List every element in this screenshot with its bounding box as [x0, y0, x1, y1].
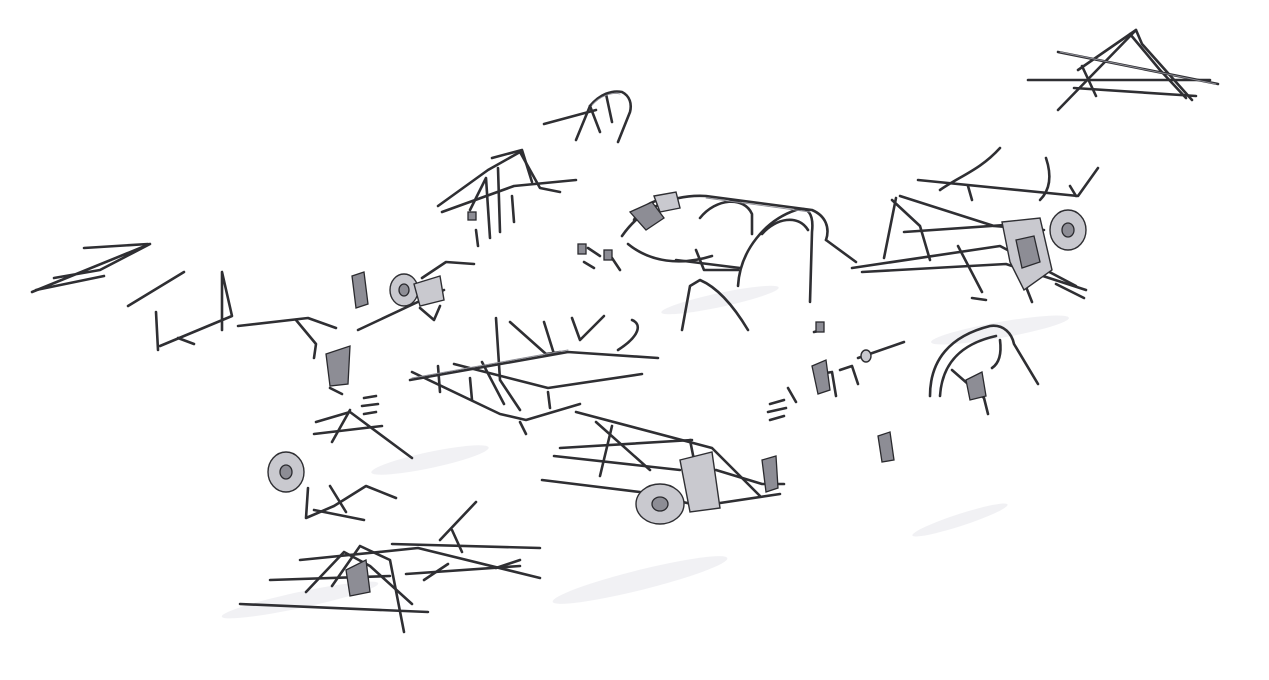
rear-top-cage-assembly	[1026, 28, 1220, 112]
shock-spring-parts	[766, 321, 906, 422]
side-roll-hoop	[877, 324, 1040, 463]
main-roll-hoop-assembly	[577, 191, 858, 332]
rear-frame-section	[850, 146, 1100, 304]
lower-left-frame-section	[238, 500, 542, 634]
steering-column	[325, 260, 476, 396]
front-side-braces	[30, 242, 338, 360]
front-frame-section	[408, 314, 660, 436]
roll-cage-top-assembly	[436, 148, 578, 248]
ground-shadows	[221, 285, 1069, 619]
roof-hoop-part	[542, 90, 633, 144]
lower-frame-section	[540, 410, 786, 525]
front-wheel-hub	[267, 394, 414, 522]
